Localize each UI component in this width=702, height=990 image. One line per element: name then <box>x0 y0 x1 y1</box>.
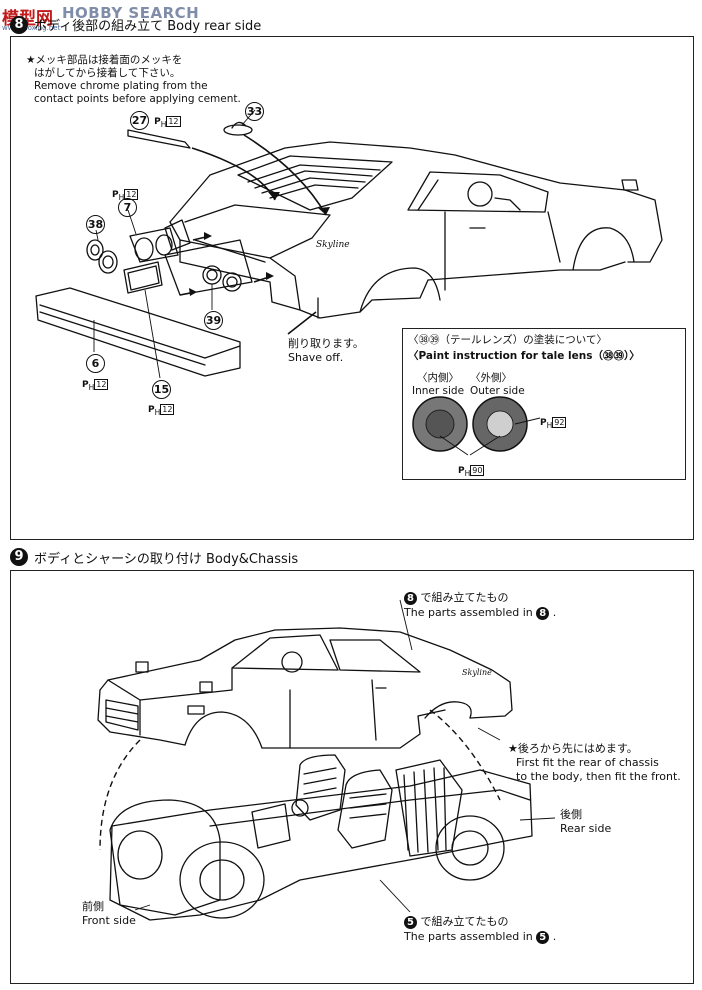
step9-number: 9 <box>10 546 28 566</box>
part-38-label: 38 <box>86 213 105 234</box>
step9-title: ボディとシャーシの取り付け Body&Chassis <box>34 552 299 567</box>
step8-title: ボディ後部の組み立て Body rear side <box>34 19 262 34</box>
front-side-label: 前側 Front side <box>82 900 136 927</box>
step8-panel <box>10 36 694 540</box>
part-15-label: 15 <box>152 378 171 399</box>
lens-box-title-jp: 〈㊳㊴（テールレンズ）の塗装について〉 <box>408 334 607 346</box>
part-6-label: 6 <box>86 352 105 373</box>
watermark-url: www.moxing.net <box>2 24 61 32</box>
rear-side-label: 後側 Rear side <box>560 808 612 835</box>
watermark-text: HOBBY SEARCH <box>62 4 200 22</box>
inner-side-label: 〈内側〉 Inner side <box>412 372 465 397</box>
assembled-in-5-note: 5 で組み立てたもの The parts assembled in 5 . <box>404 915 557 944</box>
lens-box-title-en: 〈Paint instruction for tale lens（㊳㊴）〉 <box>408 350 640 362</box>
step8-number: 8 <box>10 14 28 34</box>
step8-car-badge: Skyline <box>316 240 350 250</box>
outer-side-label: 〈外側〉 Outer side <box>470 372 525 397</box>
assembled-in-8-note: 8 で組み立てたもの The parts assembled in 8 . <box>404 591 557 620</box>
shave-note: 削り取ります。 Shave off. <box>288 337 364 364</box>
part-39-label: 39 <box>204 309 223 330</box>
fit-order-note: ★後ろから先にはめます。 First fit the rear of chass… <box>508 742 681 783</box>
step9-car-badge: Skyline <box>462 668 492 677</box>
chrome-note: ★メッキ部品は接着面のメッキを はがしてから接着して下さい。 Remove ch… <box>26 54 241 105</box>
part-33-label: 33 <box>245 100 264 121</box>
step9-panel <box>10 570 694 984</box>
